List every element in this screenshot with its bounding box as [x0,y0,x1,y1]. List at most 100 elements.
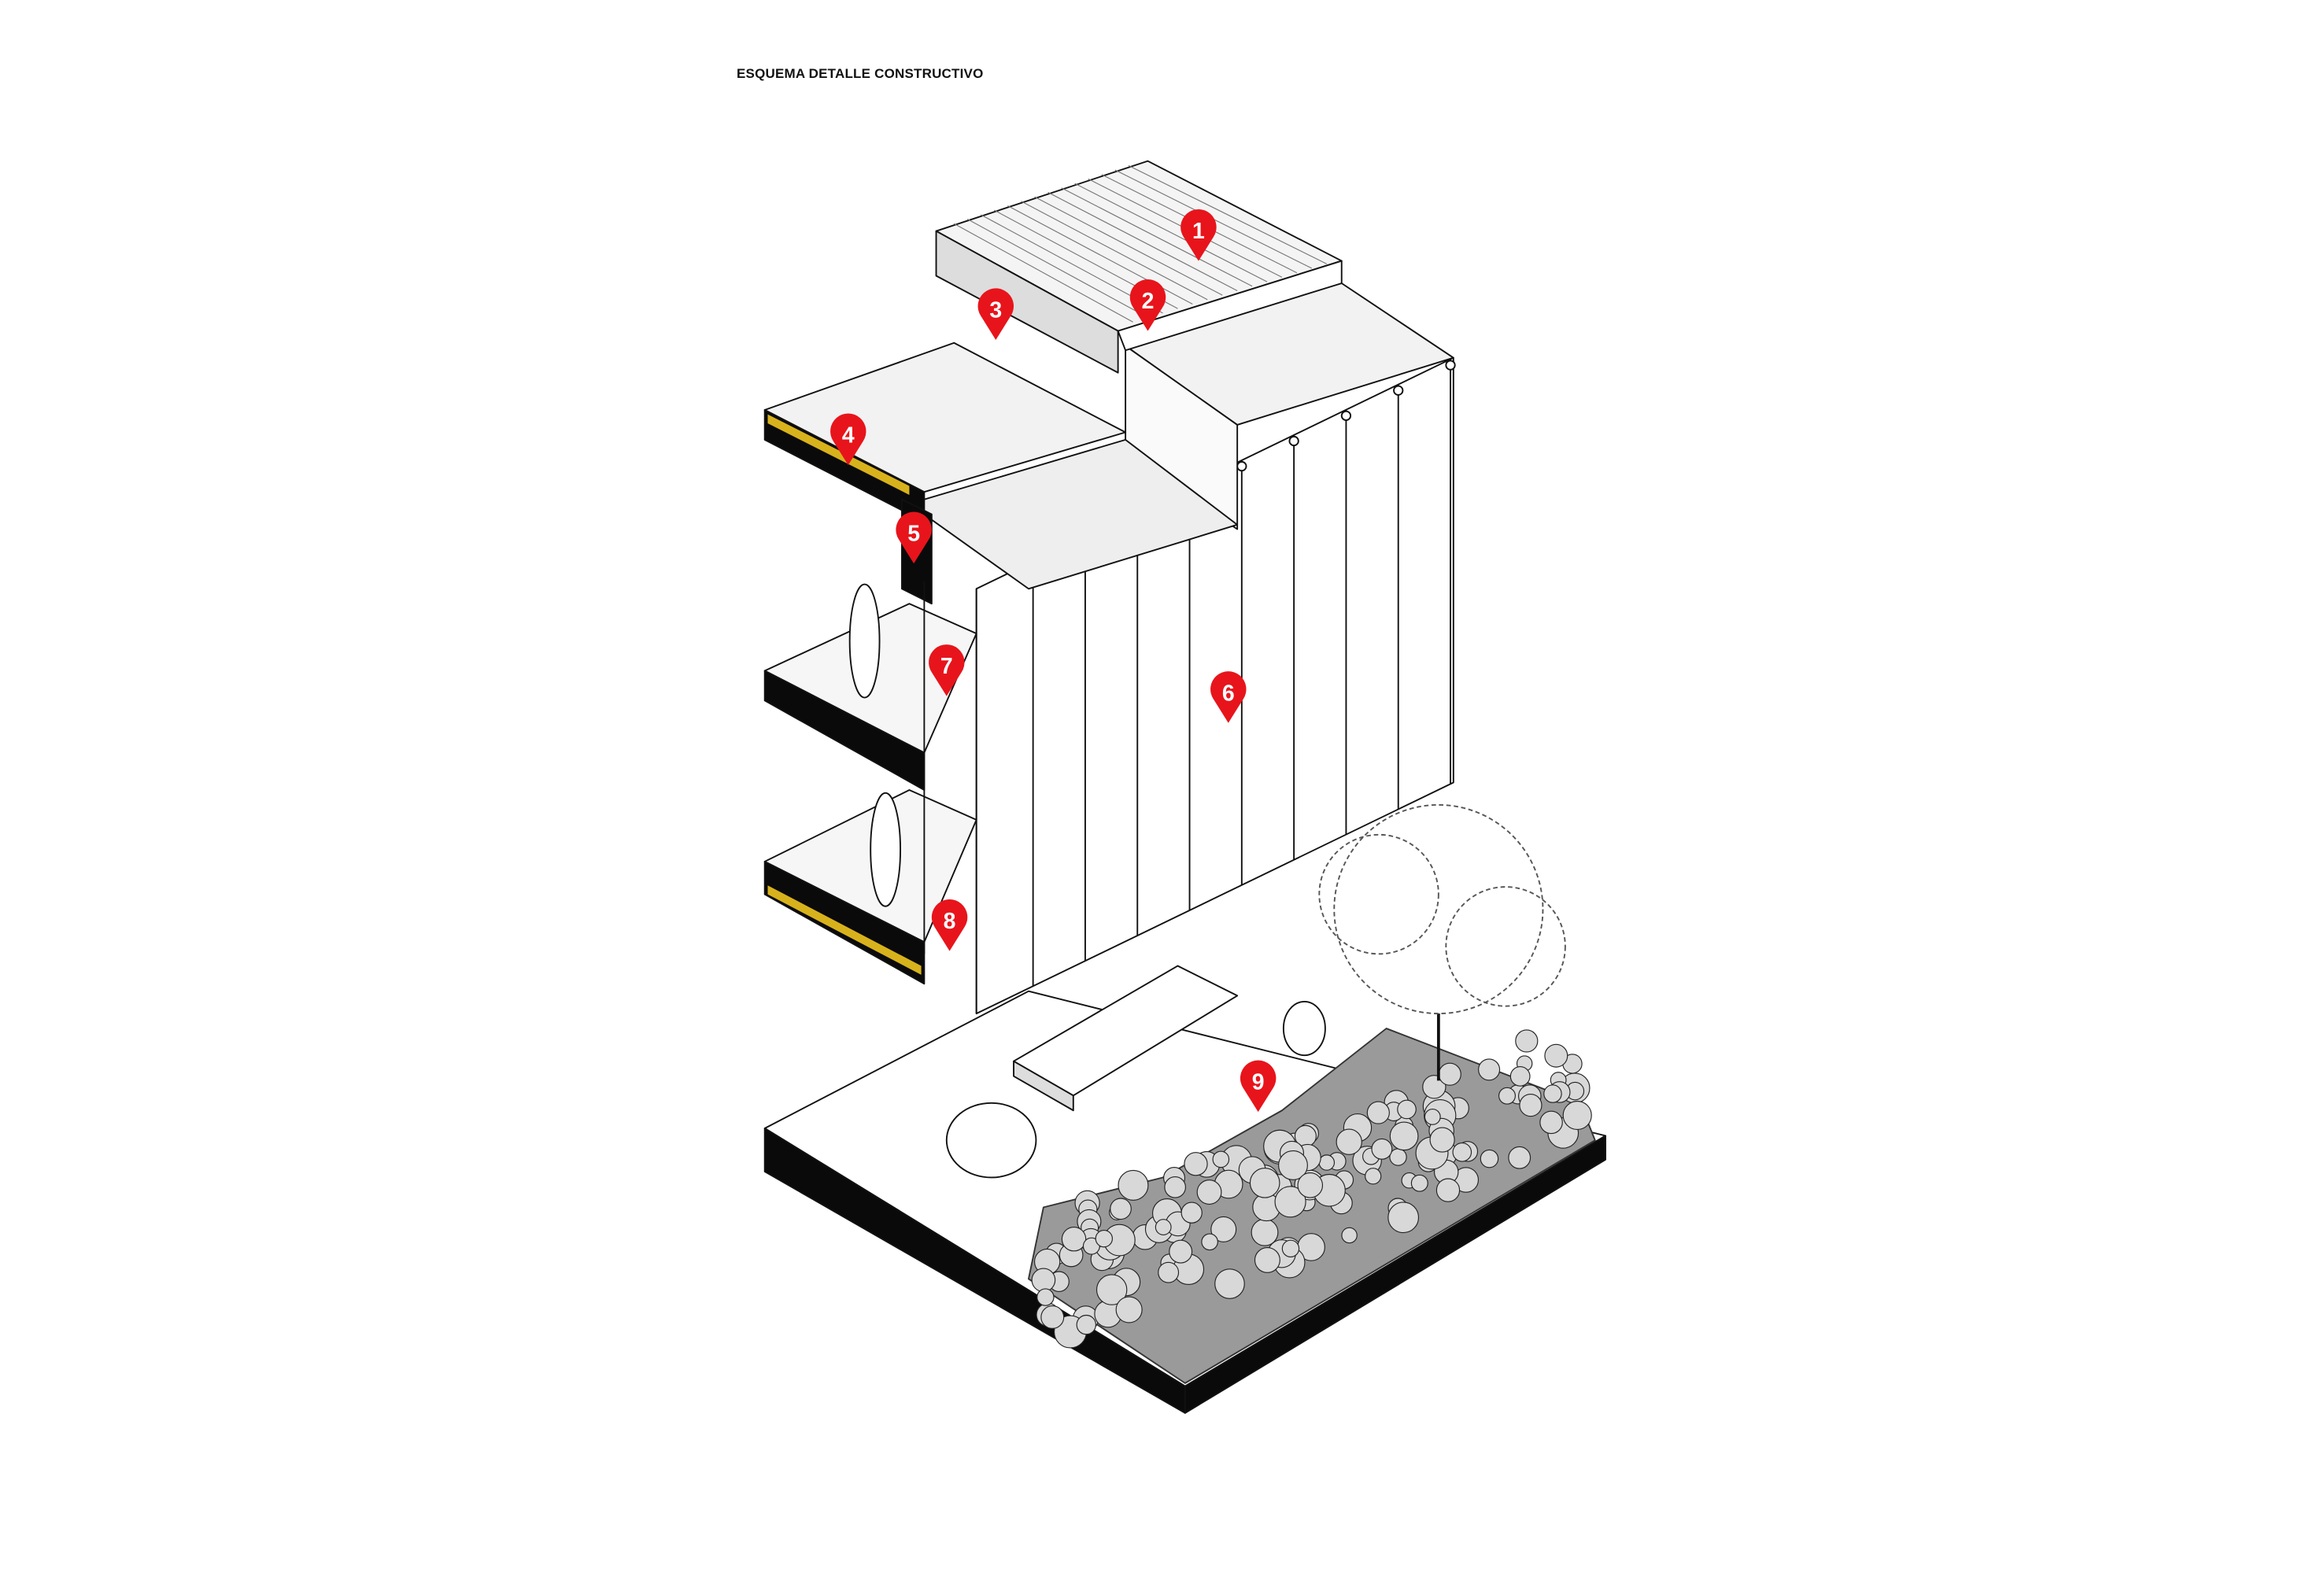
plant [1249,1167,1280,1198]
plant [1543,1084,1562,1103]
marker-number: 4 [842,423,855,449]
map-pin-icon [929,644,965,696]
corrugation-line [953,223,1133,323]
plant [1212,1150,1230,1168]
corrugation-line [1034,196,1223,296]
plant [1389,1121,1419,1151]
plant [1387,1202,1420,1234]
plant [1519,1094,1543,1117]
fin-bolt [1340,410,1352,421]
dining-table [1013,965,1239,1112]
callout-marker-7: 7 [929,644,965,696]
marker-number: 7 [940,654,953,679]
planting-bed [1028,1028,1596,1384]
callout-marker-2: 2 [1129,279,1166,331]
map-pin-icon [1240,1060,1277,1113]
plant [1278,1150,1308,1180]
people [848,583,1326,1179]
map-pin-icon [1210,671,1247,723]
marker-number: 8 [944,909,956,934]
marker-number: 2 [1142,289,1155,314]
plant [1155,1219,1172,1235]
plant [1115,1296,1143,1323]
callout-marker-9: 9 [1240,1060,1277,1113]
plant [1095,1274,1128,1305]
callout-marker-4: 4 [830,413,866,466]
plant [1214,1268,1245,1299]
plant [1410,1174,1428,1192]
plant [1429,1127,1455,1153]
plant [1397,1099,1417,1120]
map-pin-icon [830,413,866,466]
corrugation-line [1047,191,1238,291]
callout-markers: 1 2 3 4 5 6 7 8 9 [830,209,1277,1113]
map-pin-icon [977,288,1014,340]
plant [1336,1128,1362,1155]
fin-bolt [1445,360,1456,371]
plant [1435,1178,1461,1202]
corrugation-line [1021,201,1208,301]
plant [1110,1198,1132,1220]
plant [1095,1229,1113,1248]
plant [1318,1154,1336,1171]
plant [1164,1176,1186,1198]
plant [1508,1146,1531,1169]
marker-number: 6 [1222,681,1235,706]
plant [1274,1186,1306,1218]
plant [1040,1305,1065,1329]
plant [1169,1239,1193,1264]
plant [1281,1239,1300,1258]
plant [1366,1101,1390,1124]
plant [1297,1172,1324,1198]
plant [1478,1058,1501,1081]
callout-marker-6: 6 [1210,671,1247,723]
plant [1158,1261,1180,1283]
plant [1061,1226,1087,1252]
plant [1031,1268,1056,1293]
diagram-title: ESQUEMA DETALLE CONSTRUCTIVO [737,66,984,81]
plant [1118,1169,1149,1201]
corrugation-line [1128,164,1328,264]
corrugation-line [967,219,1148,319]
callout-marker-1: 1 [1180,209,1217,261]
plant [1544,1043,1568,1068]
corrugation-line [1061,187,1253,287]
fin-bolt [1288,435,1299,447]
plant [1509,1065,1531,1087]
plant [1210,1216,1237,1242]
plant [1562,1100,1592,1131]
map-pin-icon [1129,279,1166,331]
plant [1196,1179,1222,1205]
plant [1180,1202,1203,1224]
plant [1424,1108,1441,1125]
map-pin-icon [1180,209,1217,261]
callout-marker-8: 8 [931,899,968,951]
plant [1184,1152,1208,1176]
plant [1341,1227,1358,1244]
plant [1254,1246,1280,1273]
map-pin-icon [896,511,932,564]
callout-marker-5: 5 [896,511,932,564]
marker-number: 1 [1192,219,1205,244]
marker-number: 9 [1252,1070,1265,1095]
plant [1498,1087,1516,1105]
callout-marker-3: 3 [977,288,1014,340]
marker-number: 5 [907,522,920,547]
fin-bolt [1236,460,1247,472]
plant [1389,1148,1407,1166]
plant [1365,1168,1382,1185]
plant [1480,1149,1499,1168]
plant [1371,1138,1393,1160]
tree [1318,803,1566,1081]
plant [1201,1233,1218,1251]
corrugation-line [1074,183,1268,282]
plant [1452,1142,1472,1162]
plant [1438,1062,1461,1086]
map-pin-icon [931,899,968,951]
plant [1076,1314,1096,1335]
plant [1539,1110,1563,1135]
plant [1422,1075,1446,1099]
plant [1515,1029,1539,1053]
plant [1036,1288,1055,1306]
